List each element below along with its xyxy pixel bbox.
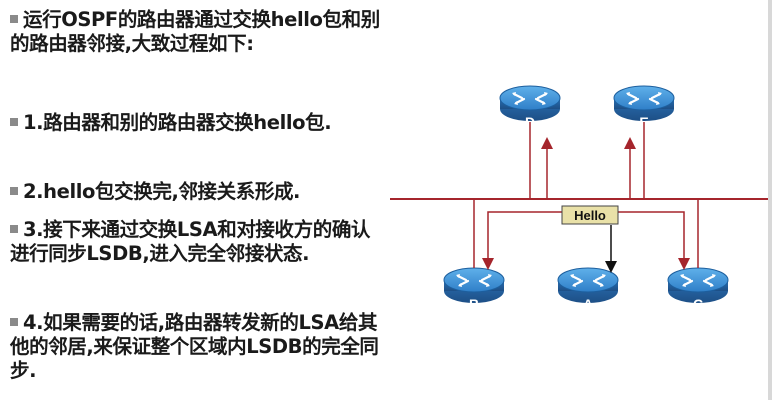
bullet-intro-text: 运行OSPF的路由器通过交换hello包和别的路由器邻接,大致过程如下:: [10, 8, 380, 55]
hello-arrow-to-c: [616, 211, 690, 270]
bullet-marker: [10, 187, 18, 195]
hello-packet-label: Hello: [574, 208, 606, 223]
bullet-step-3: 3.接下来通过交换LSA和对接收方的确认进行同步LSDB,进入完全邻接状态.: [10, 218, 382, 266]
bullet-marker: [10, 225, 18, 233]
bullet-marker: [10, 118, 18, 126]
bullet-step-4: 4.如果需要的话,路由器转发新的LSA给其他的邻居,来保证整个区域内LSDB的完…: [10, 311, 382, 383]
bullet-step-3-text: 3.接下来通过交换LSA和对接收方的确认进行同步LSDB,进入完全邻接状态.: [10, 218, 371, 265]
router-b-label: B: [469, 296, 479, 312]
diagram-svg: D E B A C Hello: [390, 84, 772, 312]
router-a-icon: A: [556, 266, 620, 312]
bullet-step-4-text: 4.如果需要的话,路由器转发新的LSA给其他的邻居,来保证整个区域内LSDB的完…: [10, 311, 379, 382]
router-c-icon: C: [666, 266, 730, 312]
bullet-step-1: 1.路由器和别的路由器交换hello包.: [10, 111, 382, 135]
router-b-icon: B: [442, 266, 506, 312]
bullet-intro: 运行OSPF的路由器通过交换hello包和别的路由器邻接,大致过程如下:: [10, 8, 382, 56]
bullet-step-2: 2.hello包交换完,邻接关系形成.: [10, 180, 382, 204]
router-a-label: A: [583, 296, 593, 312]
bullet-marker: [10, 318, 18, 326]
description-text-panel: 运行OSPF的路由器通过交换hello包和别的路由器邻接,大致过程如下: 1.路…: [0, 0, 385, 400]
bullet-marker: [10, 15, 18, 23]
router-c-label: C: [693, 296, 703, 312]
ospf-network-diagram: D E B A C Hello: [390, 60, 772, 330]
bullet-step-1-text: 1.路由器和别的路由器交换hello包.: [23, 111, 332, 134]
window-edge-strip: [768, 0, 772, 400]
bullet-step-2-text: 2.hello包交换完,邻接关系形成.: [23, 180, 301, 203]
hello-arrow-to-b: [482, 211, 562, 270]
hello-packet-box: [561, 205, 619, 225]
